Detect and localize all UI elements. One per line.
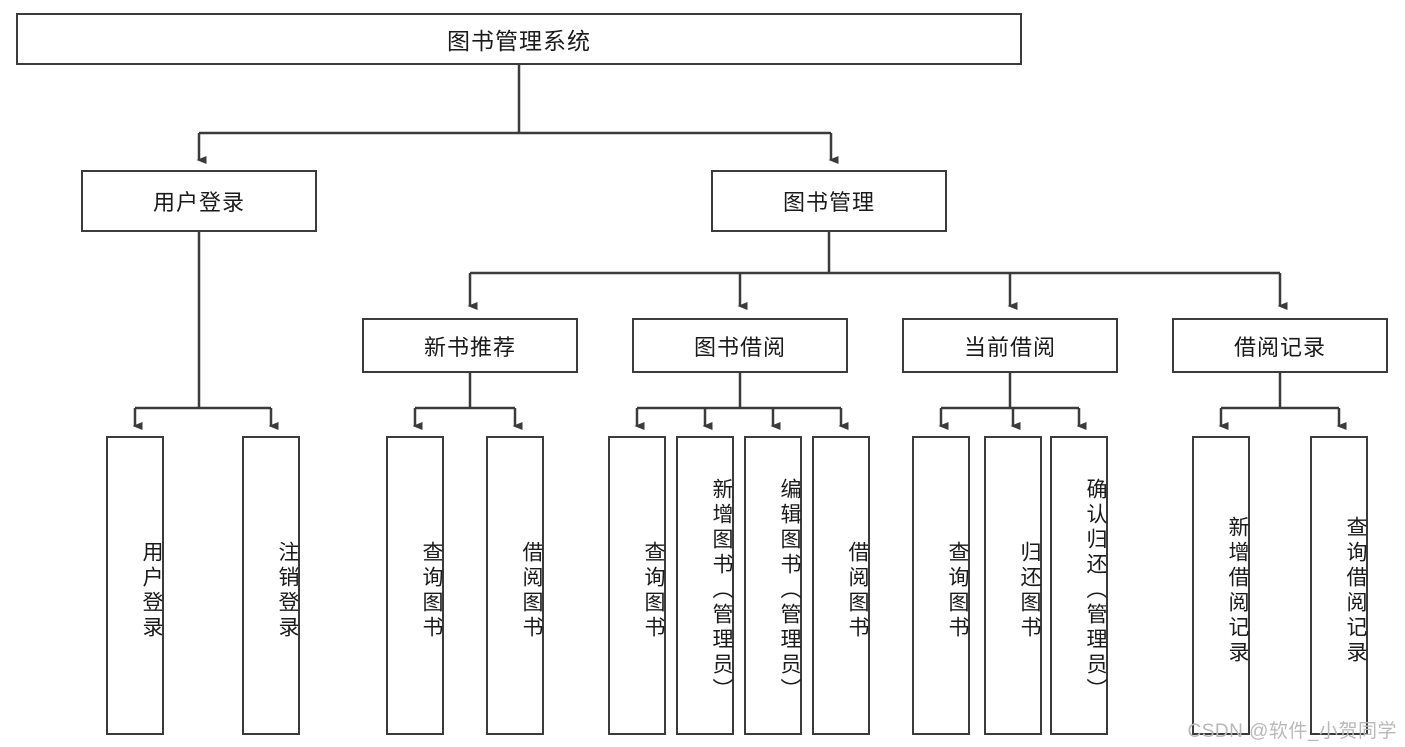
node-current-borrow[interactable]: 当前借阅 bbox=[902, 318, 1118, 373]
leaf-label: 新增借阅记录 bbox=[1226, 515, 1249, 666]
leaf-label: 查询图书 bbox=[420, 540, 443, 641]
leaf-label: 确认归还（管理员） bbox=[1084, 478, 1107, 703]
leaf-edit-book[interactable]: 编辑图书（管理员） bbox=[744, 436, 802, 735]
leaf-confirm-return[interactable]: 确认归还（管理员） bbox=[1050, 436, 1108, 735]
leaf-add-borrow-record[interactable]: 新增借阅记录 bbox=[1192, 436, 1250, 735]
node-new-book-recommend[interactable]: 新书推荐 bbox=[362, 318, 578, 373]
leaf-label: 注销登录 bbox=[276, 540, 299, 641]
node-root-system[interactable]: 图书管理系统 bbox=[16, 13, 1022, 65]
leaf-label: 借阅图书 bbox=[846, 540, 869, 641]
leaf-label: 归还图书 bbox=[1018, 540, 1041, 641]
leaf-label: 借阅图书 bbox=[520, 540, 543, 641]
leaf-add-book[interactable]: 新增图书（管理员） bbox=[676, 436, 734, 735]
leaf-label: 新增图书（管理员） bbox=[710, 478, 733, 703]
leaf-borrow-book-1[interactable]: 借阅图书 bbox=[486, 436, 544, 735]
node-book-borrow[interactable]: 图书借阅 bbox=[632, 318, 848, 373]
leaf-borrow-book-2[interactable]: 借阅图书 bbox=[812, 436, 870, 735]
leaf-query-borrow-record[interactable]: 查询借阅记录 bbox=[1310, 436, 1368, 735]
leaf-query-book-3[interactable]: 查询图书 bbox=[912, 436, 970, 735]
leaf-user-login[interactable]: 用户登录 bbox=[106, 436, 164, 735]
node-book-manage[interactable]: 图书管理 bbox=[711, 170, 947, 232]
leaf-label: 查询借阅记录 bbox=[1344, 515, 1367, 666]
leaf-label: 用户登录 bbox=[140, 540, 163, 641]
node-user-login[interactable]: 用户登录 bbox=[81, 170, 317, 232]
leaf-logout[interactable]: 注销登录 bbox=[242, 436, 300, 735]
leaf-label: 查询图书 bbox=[946, 540, 969, 641]
leaf-label: 编辑图书（管理员） bbox=[778, 478, 801, 703]
leaf-return-book[interactable]: 归还图书 bbox=[984, 436, 1042, 735]
node-borrow-record[interactable]: 借阅记录 bbox=[1172, 318, 1388, 373]
leaf-query-book-2[interactable]: 查询图书 bbox=[608, 436, 666, 735]
leaf-label: 查询图书 bbox=[642, 540, 665, 641]
leaf-query-book-1[interactable]: 查询图书 bbox=[386, 436, 444, 735]
